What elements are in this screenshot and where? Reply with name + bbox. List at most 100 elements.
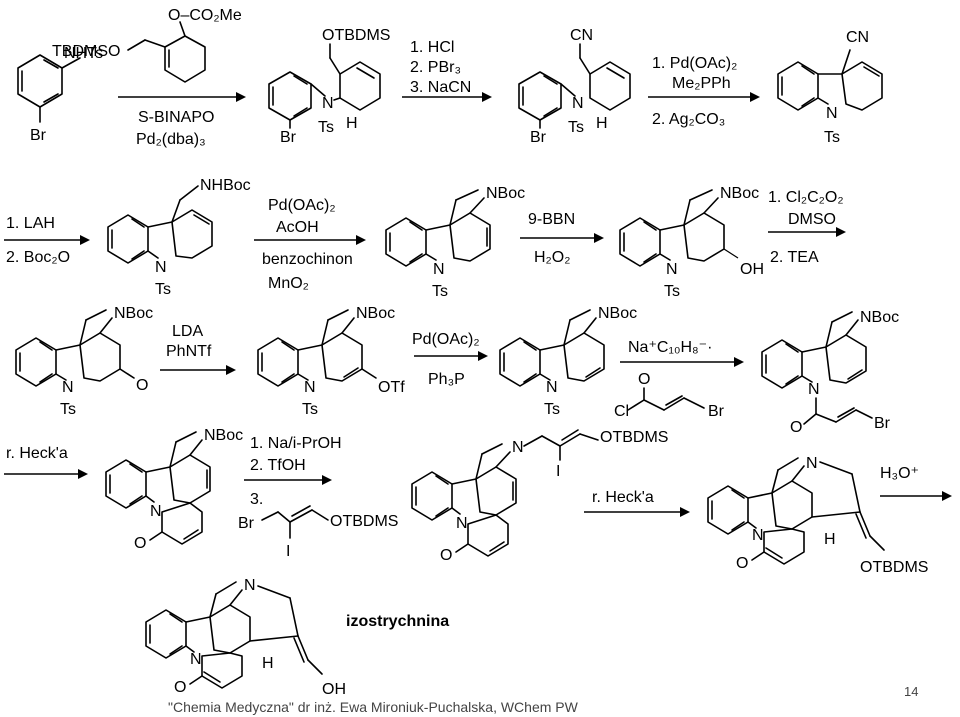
svg-text:NBoc: NBoc: [860, 309, 899, 326]
compound-4-indoline-nitrile: N Ts CN: [777, 29, 883, 146]
svg-text:O: O: [638, 371, 650, 388]
svg-text:Ts: Ts: [432, 283, 448, 300]
svg-text:CN: CN: [570, 27, 593, 44]
svg-text:OTf: OTf: [378, 379, 405, 396]
svg-text:1. HCl: 1. HCl: [410, 39, 454, 56]
arrow-step-14: H₃O⁺: [880, 465, 952, 501]
svg-text:N: N: [190, 651, 202, 668]
svg-text:OH: OH: [322, 681, 346, 698]
svg-text:O: O: [134, 535, 146, 552]
svg-text:Pd₂(dba)₃: Pd₂(dba)₃: [136, 131, 206, 148]
svg-text:Ts: Ts: [60, 401, 76, 418]
svg-text:NHBoc: NHBoc: [200, 177, 251, 194]
svg-text:H₂O₂: H₂O₂: [534, 249, 570, 266]
svg-text:N: N: [512, 439, 524, 456]
svg-text:MnO₂: MnO₂: [268, 275, 309, 292]
product-name: izostrychnina: [346, 613, 449, 630]
svg-text:Cl: Cl: [614, 403, 629, 420]
svg-text:1. Pd(OAc)₂: 1. Pd(OAc)₂: [652, 55, 737, 72]
arrow-step-4: 1. LAH 2. Boc₂O: [4, 215, 90, 266]
compound-15-isostrychnine: N N O OH H: [145, 577, 346, 698]
svg-text:Br: Br: [530, 129, 547, 146]
compound-11-bromoacrylamide: N NBoc O Br: [761, 309, 899, 436]
svg-text:NBoc: NBoc: [720, 185, 759, 202]
reagent-allylic-carbonate: TBDMSO O–CO₂Me: [52, 7, 242, 83]
svg-text:O: O: [136, 377, 148, 394]
compound-1-bromo-tosylaniline: NHTs Br: [17, 45, 103, 144]
svg-text:N: N: [546, 379, 558, 396]
compound-14-heptacyclic-silyl-ether: N N O OTBDMS H: [707, 455, 928, 576]
svg-text:N: N: [826, 105, 838, 122]
svg-text:Br: Br: [280, 129, 297, 146]
compound-5-nhboc: N Ts NHBoc: [107, 177, 251, 298]
arrow-step-7: 1. Cl₂C₂O₂ DMSO 2. TEA: [768, 189, 846, 266]
svg-text:9-BBN: 9-BBN: [528, 211, 575, 228]
svg-text:N: N: [62, 379, 74, 396]
svg-text:2. PBr₃: 2. PBr₃: [410, 59, 461, 76]
svg-text:O: O: [736, 555, 748, 572]
arrow-step-2: 1. HCl 2. PBr₃ 3. NaCN: [402, 39, 492, 102]
carbonate-label: O–CO₂Me: [168, 7, 242, 24]
svg-text:Ts: Ts: [568, 119, 584, 136]
svg-text:Br: Br: [708, 403, 725, 420]
svg-text:DMSO: DMSO: [788, 211, 836, 228]
arrow-step-6: 9-BBN H₂O₂: [520, 211, 604, 266]
svg-text:Ts: Ts: [824, 129, 840, 146]
svg-text:r. Heck'a: r. Heck'a: [592, 489, 654, 506]
br-label: Br: [30, 127, 47, 144]
svg-text:Br: Br: [238, 515, 255, 532]
svg-text:OTBDMS: OTBDMS: [860, 559, 928, 576]
svg-text:N: N: [752, 527, 764, 544]
svg-text:CN: CN: [846, 29, 869, 46]
page-number: 14: [904, 684, 918, 699]
svg-text:I: I: [556, 463, 560, 480]
svg-text:1. Cl₂C₂O₂: 1. Cl₂C₂O₂: [768, 189, 844, 206]
svg-text:OH: OH: [740, 261, 764, 278]
compound-6-pyrrolidine: N Ts NBoc: [385, 185, 525, 300]
svg-text:N: N: [808, 381, 820, 398]
svg-text:benzochinon: benzochinon: [262, 251, 353, 268]
svg-text:N: N: [456, 515, 468, 532]
svg-text:OTBDMS: OTBDMS: [330, 513, 398, 530]
compound-2-allylated-aniline: Br N Ts OTBDMS H: [268, 27, 390, 146]
svg-text:OTBDMS: OTBDMS: [322, 27, 390, 44]
arrow-step-3: 1. Pd(OAc)₂ Me₂PPh 2. Ag₂CO₃: [648, 55, 760, 128]
svg-text:N: N: [806, 455, 818, 472]
svg-text:I: I: [286, 543, 290, 560]
svg-text:3. NaCN: 3. NaCN: [410, 79, 471, 96]
svg-text:2. Boc₂O: 2. Boc₂O: [6, 249, 70, 266]
svg-text:Ts: Ts: [544, 401, 560, 418]
svg-text:LDA: LDA: [172, 323, 203, 340]
arrow-step-9: Pd(OAc)₂ Ph₃P: [412, 331, 488, 388]
svg-text:r. Heck'a: r. Heck'a: [6, 445, 68, 462]
svg-text:NBoc: NBoc: [486, 185, 525, 202]
svg-text:2. Ag₂CO₃: 2. Ag₂CO₃: [652, 111, 725, 128]
svg-text:Ts: Ts: [155, 281, 171, 298]
svg-text:OTBDMS: OTBDMS: [600, 429, 668, 446]
svg-text:Ts: Ts: [318, 119, 334, 136]
arrow-step-10: Na⁺C₁₀H₈⁻· O Cl Br: [614, 339, 744, 420]
compound-8-ketone: N Ts NBoc O: [15, 305, 153, 418]
nhts-label: NHTs: [64, 45, 103, 62]
svg-text:S-BINAPO: S-BINAPO: [138, 109, 214, 126]
arrow-step-1: S-BINAPO Pd₂(dba)₃: [118, 92, 246, 148]
svg-text:Br: Br: [874, 415, 891, 432]
svg-text:H: H: [346, 115, 358, 132]
svg-text:N: N: [244, 577, 256, 594]
tbdmso-label: TBDMSO: [52, 43, 120, 60]
svg-text:N: N: [150, 503, 162, 520]
svg-text:N: N: [433, 261, 445, 278]
compound-3-nitrile: Br N Ts CN H: [518, 27, 631, 146]
svg-text:1. Na/i-PrOH: 1. Na/i-PrOH: [250, 435, 342, 452]
compound-9-enol-triflate: N Ts NBoc OTf: [257, 305, 405, 418]
svg-text:3.: 3.: [250, 491, 263, 508]
svg-text:Pd(OAc)₂: Pd(OAc)₂: [412, 331, 480, 348]
svg-text:2. TfOH: 2. TfOH: [250, 457, 306, 474]
compound-7-alcohol: N Ts NBoc OH: [619, 185, 764, 300]
arrow-step-13: r. Heck'a: [584, 489, 690, 517]
svg-text:N: N: [572, 95, 584, 112]
svg-text:2. TEA: 2. TEA: [770, 249, 819, 266]
svg-text:Pd(OAc)₂: Pd(OAc)₂: [268, 197, 336, 214]
svg-text:NBoc: NBoc: [114, 305, 153, 322]
